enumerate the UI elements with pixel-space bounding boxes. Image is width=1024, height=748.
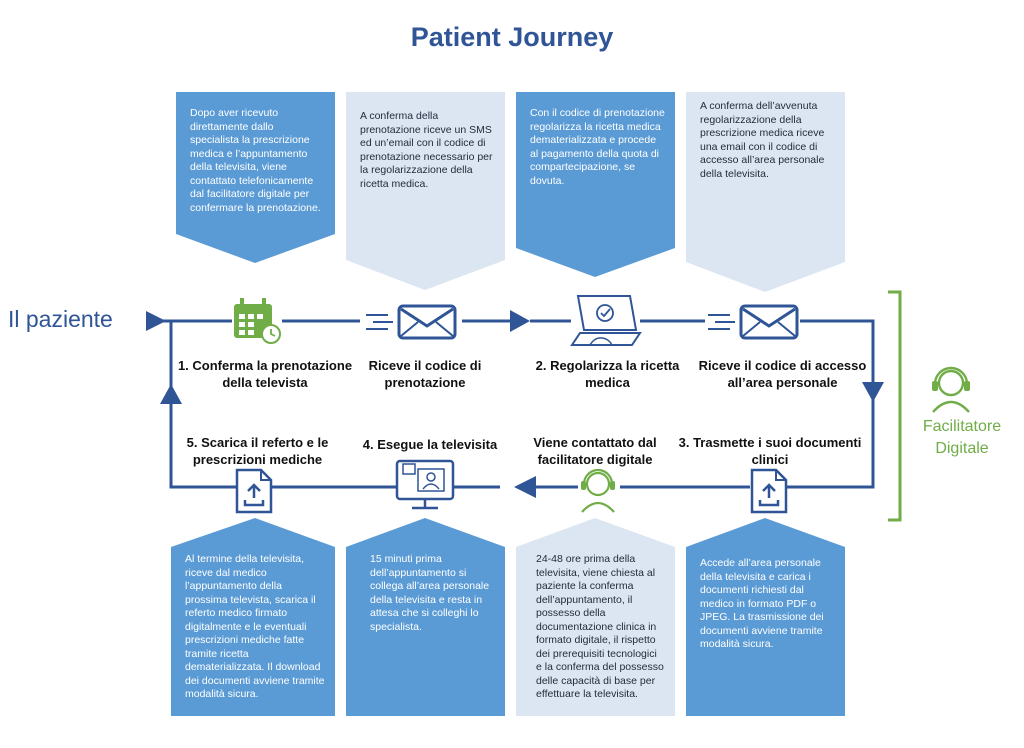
step-2-line-1: 2. Regolarizza la ricetta [535,358,680,373]
top-card-3-shape [516,92,675,277]
step-3-line-1: 3. Trasmette i suoi documenti [678,435,862,450]
bottom-card-1-text: Al termine della televisita, riceve dal … [185,553,325,700]
monitor-video-icon [395,459,455,510]
top-card-2-text: A conferma della prenotazione riceve un … [360,110,493,190]
step-contact-label: Viene contattato dal facilitatore digita… [520,434,670,468]
top-card-2-shape [346,92,505,290]
document-upload-icon-2 [750,468,788,514]
bottom-card-2: 15 minuti prima dell’appuntamento si col… [346,547,505,716]
step-4-line-1: 4. Esegue la televisita [362,437,498,452]
patient-label: Il paziente [8,306,113,332]
step-access-label: Riceve il codice di accesso all’area per… [695,357,870,391]
arrow-to-step2 [510,310,530,332]
top-card-4-shape [686,92,845,292]
top-card-4: A conferma dell’avvenuta regolarizzazion… [686,92,845,262]
bottom-card-4-text: Accede all’area personale della televisi… [700,557,824,650]
step-3-label: 3. Trasmette i suoi documenti clinici [672,434,868,468]
envelope-icon-2 [708,304,799,340]
step-contact-line-2: facilitatore digitale [537,452,653,467]
top-card-1: Dopo aver ricevuto direttamente dallo sp… [176,92,335,234]
envelope-icon-1 [366,304,457,340]
arrow-entry [146,311,166,331]
step-access-line-2: all’area personale [727,375,838,390]
top-card-1-text: Dopo aver ricevuto direttamente dallo sp… [190,107,321,214]
laptop-check-icon [570,295,642,346]
bottom-card-3-text: 24-48 ore prima della televisita, viene … [536,553,664,700]
step-4-label: 4. Esegue la televisita [355,436,505,453]
arrow-down-right [862,382,884,402]
top-card-4-text: A conferma dell’avvenuta regolarizzazion… [700,100,825,180]
step-code-line-1: Riceve il codice di [368,358,482,373]
step-code-label: Riceve il codice di prenotazione [360,357,490,391]
facilitator-label-line-2: Digitale [935,440,989,457]
step-3-line-2: clinici [751,452,789,467]
bottom-card-1-shape [171,518,335,716]
bottom-card-3: 24-48 ore prima della televisita, viene … [516,547,675,716]
headset-agent-icon-1 [581,468,615,513]
step-5-line-1: 5. Scarica il referto e le [186,435,329,450]
step-code-line-2: prenotazione [384,375,466,390]
facilitator-label-line-1: Facilitatore [922,418,1002,435]
bottom-card-4: Accede all’area personale della televisi… [686,547,845,716]
bottom-card-1: Al termine della televisita, riceve dal … [171,547,335,716]
top-card-3-text: Con il codice di prenotazione regolarizz… [530,107,665,187]
step-contact-line-1: Viene contattato dal [533,435,657,450]
step-1-line-1: 1. Conferma la prenotazione [177,358,353,373]
bottom-card-3-shape [516,518,675,716]
top-card-2: A conferma della prenotazione riceve un … [346,92,505,260]
step-5-label: 5. Scarica il referto e le prescrizioni … [175,434,340,468]
facilitator-label: Facilitatore Digitale [906,416,1018,460]
document-upload-icon-1 [235,468,273,514]
step-access-line-1: Riceve il codice di accesso [698,358,867,373]
arrow-left-bottom [514,476,536,498]
step-1-label: 1. Conferma la prenotazione della televi… [170,357,360,391]
step-1-line-2: della televista [222,375,308,390]
calendar-icon [234,298,281,344]
bottom-card-4-shape [686,518,845,716]
page-title: Patient Journey [410,22,614,52]
step-2-line-2: medica [585,375,630,390]
arrow-up-left [160,384,182,404]
top-card-3: Con il codice di prenotazione regolarizz… [516,92,675,248]
step-5-line-2: prescrizioni mediche [192,452,323,467]
headset-agent-icon-2 [932,366,970,413]
bottom-card-2-text: 15 minuti prima dell’appuntamento si col… [370,553,490,633]
step-2-label: 2. Regolarizza la ricetta medica [525,357,690,391]
top-card-1-shape [176,92,335,263]
facilitator-bracket [888,290,902,522]
bottom-card-2-shape [346,518,505,716]
